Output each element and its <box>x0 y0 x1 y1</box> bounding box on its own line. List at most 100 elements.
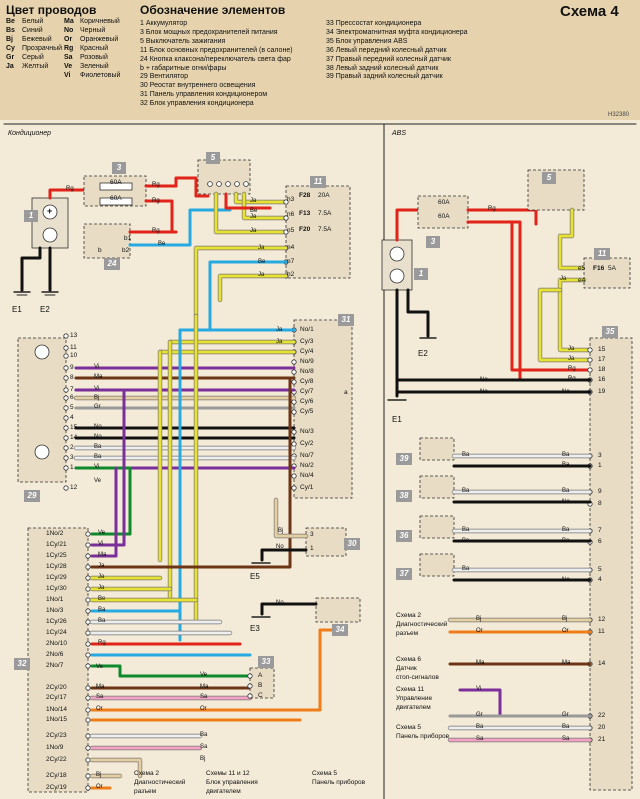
fuse-f28-value: 20A <box>318 192 330 199</box>
wire-color-label: Ba <box>562 527 570 533</box>
wire-color-label: Ve <box>94 478 102 484</box>
fan-pin-3 <box>63 365 69 371</box>
note-description: Диагностический <box>134 779 186 786</box>
wire-color-label: Ve <box>200 672 208 678</box>
pin-a: a <box>344 389 348 396</box>
wire-color-label: Rg <box>66 186 74 192</box>
r-wheel-sensor-37 <box>419 553 455 577</box>
unit32-pin-15 <box>85 707 91 713</box>
ignition-pin-6 <box>216 181 222 187</box>
wire-h2-outline <box>217 273 289 303</box>
wire-color-label: Ja <box>568 356 575 362</box>
legend-code-be: Be <box>6 18 15 25</box>
fan-pin-10 <box>63 435 69 441</box>
r-abs-pin-label: 5 <box>598 566 602 573</box>
fuse-60a-2: 60A <box>110 195 122 202</box>
legend-name-or: Оранжевый <box>80 36 119 43</box>
r-wheel-sensor-38 <box>419 475 455 499</box>
note-scheme-ref: Схемы 11 и 12 <box>206 770 250 777</box>
legend-name-ja: Желтый <box>22 63 49 70</box>
wire-color-label: Ba <box>562 452 570 458</box>
wire-color-label: Ba <box>462 527 470 533</box>
unit32-pin-13 <box>85 685 91 691</box>
element-item: 24 Кнопка клаксона/переключатель света ф… <box>140 55 291 63</box>
pin-b1: b1 <box>124 235 132 242</box>
ac-fan-unit <box>17 337 67 483</box>
r-wheel-sensor-36 <box>419 515 455 539</box>
legend-code-ma: Ma <box>64 18 74 25</box>
unit32-pin-11 <box>85 652 91 658</box>
wire-color-label: No <box>562 577 570 583</box>
component-label-30: 30 <box>344 538 360 550</box>
unit32-pin-4 <box>85 575 91 581</box>
unit32-pin-10 <box>85 641 91 647</box>
ground-label-r-e2: E2 <box>418 349 428 358</box>
r-abs-pin-label: 14 <box>598 660 606 667</box>
fan-motor-2-icon <box>34 444 50 460</box>
panel31-pin-label: No/3 <box>300 428 314 435</box>
wire-color-label: No <box>276 600 284 606</box>
r-abs-unit-35 <box>589 337 633 791</box>
unit32-pin-label: 1No/3 <box>46 607 64 614</box>
panel31-pin-7 <box>291 399 297 405</box>
wire-color-label: Ba <box>200 732 208 738</box>
component-label-34: 34 <box>332 624 348 636</box>
panel31-pin-label: Cy/8 <box>300 378 314 385</box>
element-item: 1 Аккумулятор <box>140 20 188 27</box>
legend-name-sa: Розовый <box>80 54 108 61</box>
wire-color-label: Ba <box>98 618 106 624</box>
pressure-switch-33 <box>249 667 275 699</box>
component-label-r37: 37 <box>396 568 412 580</box>
pin-b2: b2 <box>122 247 130 254</box>
wire-color-label: Be <box>250 208 258 214</box>
r-abs-pin-2 <box>587 367 593 373</box>
fan-pin-label: 3 <box>70 454 74 461</box>
wire-color-label: Gr <box>476 712 483 718</box>
note-scheme-ref: Схема 6 <box>396 656 421 663</box>
legend-name-rg: Красный <box>80 45 109 52</box>
wire-32-vi-2 <box>90 466 118 558</box>
element-item: 39 Правый задний колесный датчик <box>326 73 443 81</box>
panel31-pin-9 <box>291 429 297 435</box>
pressostat-pin-label: A <box>258 672 263 679</box>
wire-color-label: No <box>562 389 570 395</box>
wire-color-label: Gr <box>94 404 101 410</box>
wire-color-label: Ja <box>250 198 257 204</box>
panel31-pin-label: Cy/1 <box>300 484 314 491</box>
component-label-r39: 39 <box>396 453 412 465</box>
wire-ign-to-h3 <box>234 192 288 204</box>
wire-color-label: Ba <box>562 538 570 544</box>
wire-color-label: Rg <box>152 228 160 234</box>
component-label-r3: 3 <box>426 236 440 248</box>
panel31-pin-label: Cy/4 <box>300 348 314 355</box>
wire-color-label: Or <box>200 706 207 712</box>
pin-n6: n6 <box>287 211 295 218</box>
fuse-f16: F16 <box>593 265 605 272</box>
panel31-pin-label: No/8 <box>300 368 314 375</box>
fan-pin-label: 2 <box>70 444 74 451</box>
panel31-pin-label: No/4 <box>300 472 314 479</box>
wire-color-label: Vi <box>476 686 482 692</box>
r-abs-pin-label: 1 <box>598 462 602 469</box>
note-description-2: разъем <box>134 788 157 795</box>
section-right-title: ABS <box>392 130 407 137</box>
ignition-switch-5 <box>197 159 251 195</box>
fuse11-pin-2 <box>283 229 289 235</box>
pressostat-pin-C <box>247 693 253 699</box>
unit32-pin-20 <box>85 773 91 779</box>
wire-color-label: Ja <box>98 574 105 580</box>
wire-color-label: Ja <box>258 272 265 278</box>
r-abs-pin-label: 15 <box>598 346 606 353</box>
wire-color-label: Rg <box>98 640 106 646</box>
wire-color-label: Be <box>258 259 266 265</box>
r-wire-ign-fuse <box>558 208 586 270</box>
fan-pin-label: 15 <box>70 424 78 431</box>
r-wire-ja-15 <box>558 278 592 352</box>
panel31-pin-5 <box>291 379 297 385</box>
wire-32-ve <box>74 466 132 536</box>
r-abs-pin-label: 21 <box>598 736 606 743</box>
wire-color-label: Vi <box>94 386 100 392</box>
ground-label-e1: E1 <box>12 305 22 314</box>
panel31-pin-label: Cy/7 <box>300 388 314 395</box>
unit32-pin-18 <box>85 745 91 751</box>
